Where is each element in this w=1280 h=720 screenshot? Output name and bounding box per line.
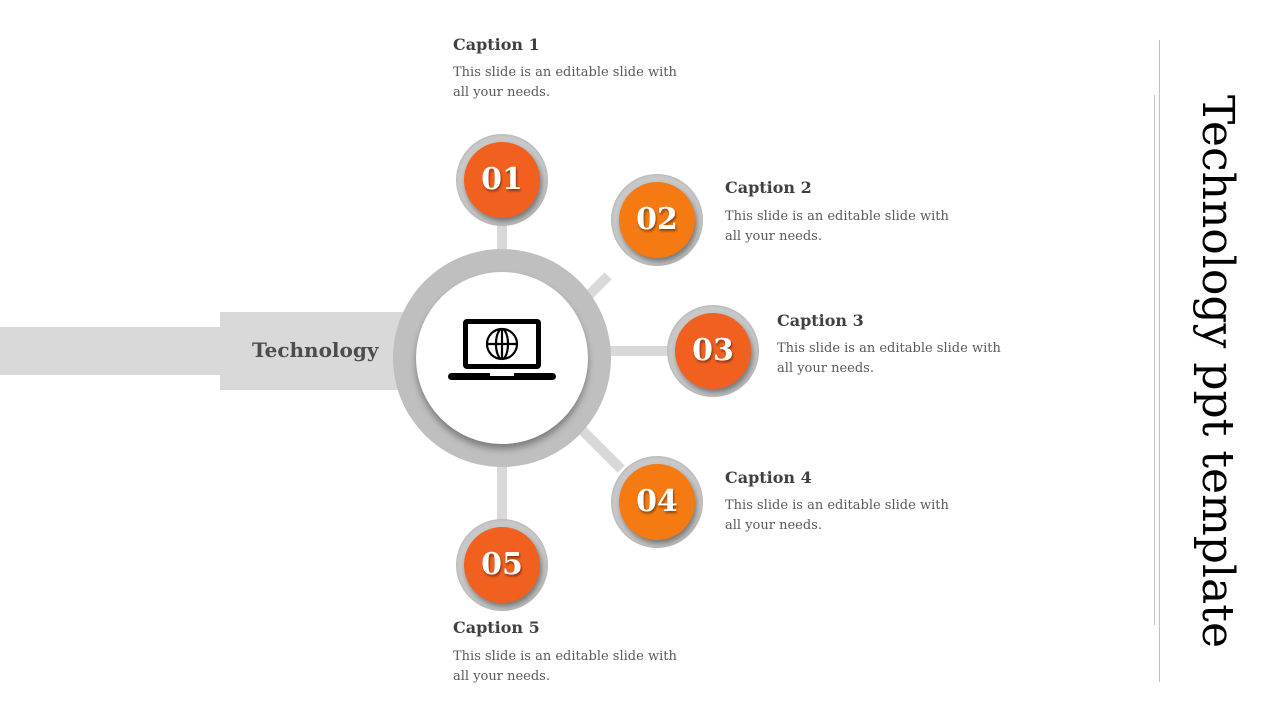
connector-3	[605, 346, 675, 356]
connector-5	[497, 458, 507, 528]
caption-text-4: This slide is an editable slide with all…	[725, 498, 949, 533]
hub-label: Technology	[252, 338, 379, 362]
caption-text-2: This slide is an editable slide with all…	[725, 209, 949, 244]
step-circle-3: 03	[675, 313, 751, 389]
connector-1	[497, 218, 507, 258]
step-number-3: 03	[692, 333, 734, 368]
step-number-5: 05	[481, 547, 523, 582]
caption-text-5: This slide is an editable slide with all…	[453, 649, 677, 684]
caption-title-5: Caption 5	[453, 618, 540, 637]
caption-title-1: Caption 1	[453, 35, 540, 54]
step-circle-1: 01	[464, 142, 540, 218]
step-circle-5: 05	[464, 527, 540, 603]
divider-line-inner	[1154, 95, 1155, 625]
step-number-2: 02	[636, 202, 678, 237]
laptop-globe-icon	[448, 319, 556, 380]
step-circle-2: 02	[619, 182, 695, 258]
divider-line-outer	[1159, 40, 1160, 682]
left-band	[0, 327, 230, 375]
caption-text-1: This slide is an editable slide with all…	[453, 65, 677, 100]
step-number-4: 04	[636, 484, 678, 519]
slide-title: Technology ppt template	[1192, 95, 1243, 648]
step-number-1: 01	[481, 162, 523, 197]
step-circle-4: 04	[619, 464, 695, 540]
caption-text-3: This slide is an editable slide with all…	[777, 341, 1001, 376]
caption-title-3: Caption 3	[777, 311, 864, 330]
caption-title-4: Caption 4	[725, 468, 812, 487]
caption-title-2: Caption 2	[725, 178, 812, 197]
